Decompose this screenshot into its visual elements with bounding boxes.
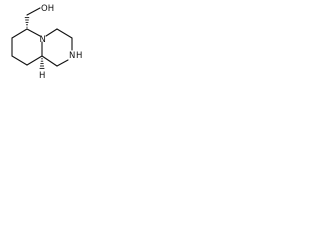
bond-c9-c9a	[26, 55, 43, 66]
bond-n2-c1	[56, 59, 69, 67]
bond-c4-c3	[56, 28, 73, 39]
hashed-wedge-h	[39, 58, 45, 69]
ring-nitrogen-label: N	[40, 35, 46, 45]
amine-nitrogen-label: N	[69, 51, 75, 61]
bond-n5-c6	[26, 28, 41, 37]
bond-c6-c7	[11, 28, 28, 39]
bond-c1-c9a	[41, 55, 58, 67]
molecule-structure: OH N N H H	[11, 4, 82, 81]
bond-n5-c4	[45, 28, 58, 37]
bond-c8-c9	[11, 55, 28, 66]
amine-hydrogen-label: H	[76, 51, 82, 61]
bond-ch2-o	[26, 7, 41, 16]
stereo-hydrogen-label: H	[39, 71, 45, 81]
hashed-wedge-bond	[24, 17, 30, 28]
hydroxyl-label: OH	[41, 4, 54, 14]
